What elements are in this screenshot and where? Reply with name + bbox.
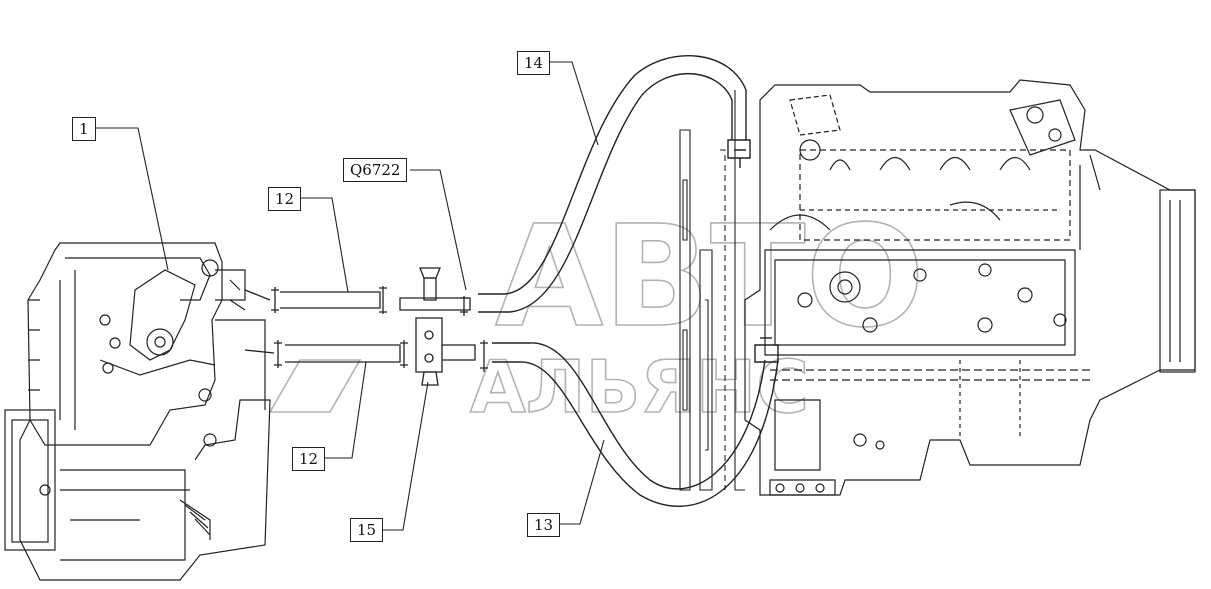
leader-14 bbox=[549, 61, 599, 146]
callout-q6722: Q6722 bbox=[343, 158, 408, 182]
hose-13 bbox=[492, 337, 779, 507]
watermark-line1: АВТО bbox=[495, 196, 925, 359]
heater-unit bbox=[4, 242, 271, 581]
leader-15 bbox=[381, 381, 429, 531]
callout-13: 13 bbox=[527, 513, 561, 537]
valve-15 bbox=[399, 267, 488, 386]
leader-12-bottom bbox=[325, 361, 367, 459]
leader-12-top bbox=[301, 197, 349, 293]
leader-1 bbox=[96, 127, 169, 271]
callout-12-top: 12 bbox=[268, 187, 302, 211]
engine-block bbox=[744, 79, 1196, 496]
callout-15: 15 bbox=[350, 518, 384, 542]
hose-12-lower bbox=[244, 340, 408, 368]
watermark-logo: АВТО АЛЬЯНС bbox=[268, 195, 925, 430]
leader-13 bbox=[559, 439, 605, 525]
hose-12-upper bbox=[244, 286, 387, 314]
callout-14: 14 bbox=[517, 51, 551, 75]
callout-1: 1 bbox=[72, 117, 96, 141]
watermark-line2: АЛЬЯНС bbox=[470, 345, 809, 429]
leader-lines bbox=[96, 61, 605, 531]
callout-12-bottom: 12 bbox=[292, 447, 326, 471]
hose-14 bbox=[478, 55, 751, 313]
cab-frame bbox=[679, 90, 745, 491]
leader-q6722 bbox=[410, 169, 467, 291]
